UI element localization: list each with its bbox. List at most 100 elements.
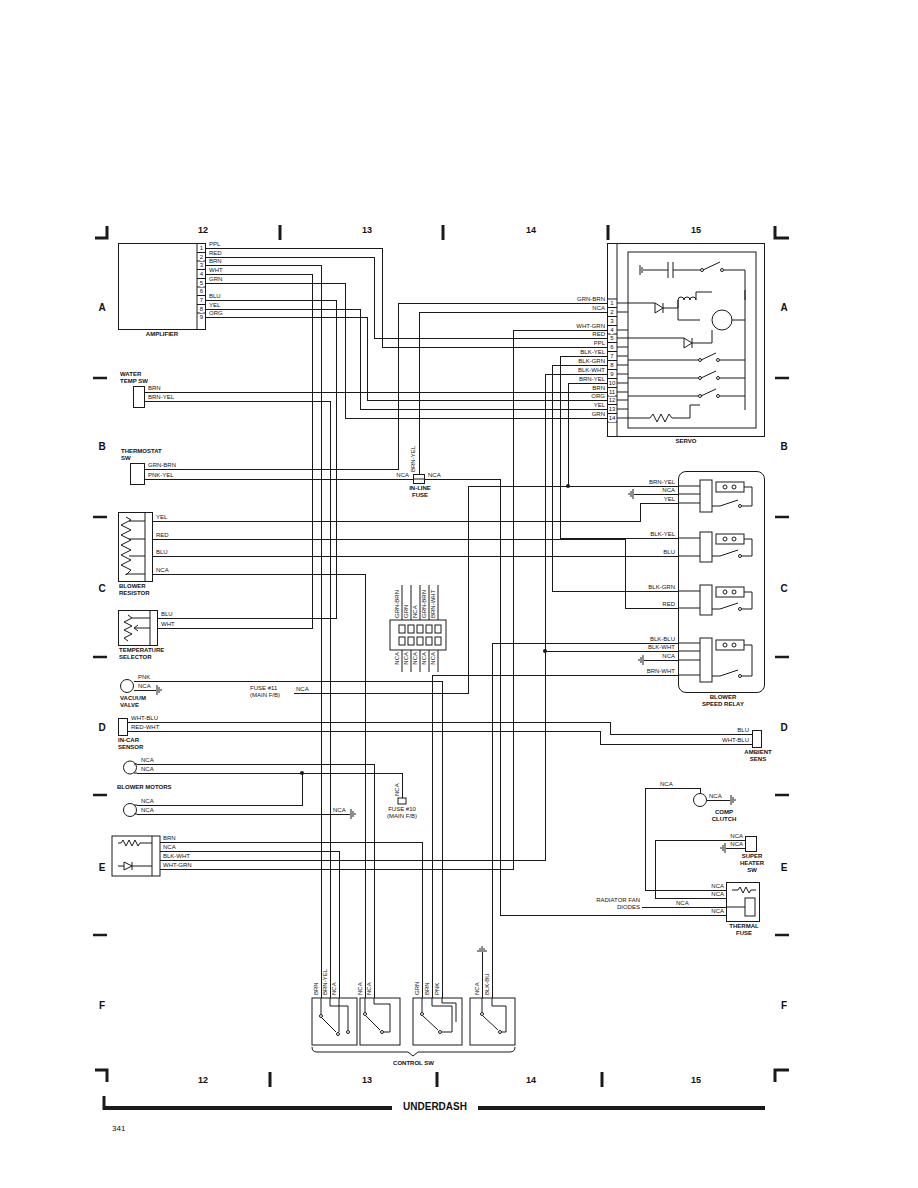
wire bbox=[206, 309, 607, 409]
wire-color-label: NCA bbox=[428, 472, 441, 479]
wire-color-label: NCA bbox=[141, 798, 154, 805]
wire bbox=[134, 681, 442, 998]
component-detail bbox=[712, 487, 752, 676]
component-detail bbox=[417, 625, 423, 633]
component-detail bbox=[481, 1013, 484, 1016]
component-detail bbox=[390, 620, 446, 650]
grid-column-number: 12 bbox=[198, 225, 208, 236]
wire-color-label: NCA bbox=[357, 982, 364, 995]
component-detail bbox=[732, 537, 736, 541]
component-detail bbox=[678, 486, 700, 675]
pin-number: 8 bbox=[200, 306, 203, 313]
component-detail bbox=[417, 637, 423, 645]
wire-color-label: NCA bbox=[156, 567, 169, 574]
pin-number: 2 bbox=[200, 254, 203, 261]
wire-color-label: BLU bbox=[737, 727, 749, 734]
wire-color-label: YEL bbox=[156, 514, 167, 521]
component-detail bbox=[399, 625, 405, 633]
wire-color-label: BLK-GRN bbox=[648, 584, 675, 591]
wire-color-label: NCA bbox=[331, 982, 338, 995]
pin-number: 6 bbox=[610, 344, 613, 351]
wire-color-label: BLU bbox=[161, 611, 173, 618]
grid-column-number: 12 bbox=[198, 1075, 208, 1086]
component-detail bbox=[121, 512, 145, 582]
grid-row-letter: C bbox=[98, 583, 105, 595]
frame-mark bbox=[93, 225, 789, 1110]
component-detail bbox=[435, 637, 441, 645]
grid-column-number: 14 bbox=[526, 225, 536, 236]
component-detail bbox=[739, 675, 742, 678]
valve-symbol bbox=[120, 679, 134, 693]
component-detail bbox=[726, 907, 745, 908]
wire bbox=[145, 401, 330, 998]
clutch-symbol: COMP CLUTCH bbox=[693, 793, 707, 807]
wire bbox=[145, 479, 413, 480]
wire-color-label: WHT-GRN bbox=[576, 323, 605, 330]
wire-color-label: BRN-YEL bbox=[322, 969, 329, 995]
component-detail bbox=[408, 625, 414, 633]
wire-color-label: YEL bbox=[209, 302, 220, 309]
wire-color-label: GRN-BRN bbox=[148, 462, 176, 469]
component-detail bbox=[739, 505, 742, 508]
wire-color-label: GRN bbox=[403, 605, 410, 618]
wire bbox=[482, 494, 745, 998]
wire-color-label: NCA bbox=[711, 891, 724, 898]
wire bbox=[552, 365, 678, 591]
pin-number: 7 bbox=[200, 297, 203, 304]
wire-color-label: PNK bbox=[138, 674, 150, 681]
component-name: IN-LINE FUSE bbox=[403, 485, 437, 499]
selector-box: TEMPERATURE SELECTOR bbox=[118, 610, 158, 646]
grid-row-letter: A bbox=[780, 302, 787, 314]
wire-color-label: ORG bbox=[591, 393, 605, 400]
pin-number: 10 bbox=[609, 380, 616, 387]
pin-number: 9 bbox=[610, 371, 613, 378]
component-detail bbox=[421, 1013, 424, 1016]
wire-color-label: NCA bbox=[730, 833, 743, 840]
grid-row-letter: D bbox=[98, 722, 105, 734]
clutch-symbol bbox=[694, 794, 707, 807]
wire-color-label: YEL bbox=[594, 402, 605, 409]
wire-color-label: RED bbox=[209, 250, 222, 257]
valve-symbol: VACUUM VALVE bbox=[120, 679, 134, 693]
component-name: THERMAL FUSE bbox=[724, 923, 764, 937]
wire-color-label: NCA bbox=[676, 900, 689, 907]
wire-color-label: NCA bbox=[711, 908, 724, 915]
component-detail bbox=[732, 590, 736, 594]
wire bbox=[145, 303, 607, 469]
wire-color-label: BLK-BLU bbox=[650, 636, 675, 643]
pin-number: 1 bbox=[610, 300, 613, 307]
fuse-label: FUSE #11 (MAIN F/B) bbox=[250, 685, 292, 699]
wire bbox=[545, 374, 678, 651]
component-detail bbox=[124, 610, 150, 646]
wire-color-label: NCA bbox=[141, 766, 154, 773]
component-detail bbox=[112, 836, 160, 876]
wire-color-label: GRN bbox=[209, 276, 222, 283]
wire-color-label: PPL bbox=[594, 340, 605, 347]
wire-color-label: BLU bbox=[156, 549, 168, 556]
grid-row-letter: D bbox=[780, 722, 787, 734]
wire bbox=[492, 643, 678, 998]
wire-color-label: BLK-WHT bbox=[648, 644, 675, 651]
component-detail bbox=[617, 312, 628, 418]
wire-color-label: NCA bbox=[711, 883, 724, 890]
component-detail bbox=[112, 243, 756, 1056]
wire-color-label: BRN bbox=[163, 835, 176, 842]
fuse-symbol: IN-LINE FUSE bbox=[413, 474, 425, 484]
component-detail bbox=[118, 836, 152, 876]
fuse-box: THERMAL FUSE bbox=[726, 882, 760, 922]
grid-row-letter: E bbox=[781, 862, 788, 874]
grid-row-letter: A bbox=[98, 302, 105, 314]
clutch-symbol bbox=[693, 793, 707, 807]
component-detail bbox=[723, 590, 727, 594]
component-detail bbox=[347, 1031, 350, 1034]
component-detail bbox=[699, 377, 702, 380]
pin-number: 12 bbox=[609, 397, 616, 404]
switch-connector: SUPER HEATER SW bbox=[745, 836, 757, 852]
wire-color-label: NCA bbox=[163, 844, 176, 851]
wire-color-label: BRN-YEL bbox=[410, 446, 417, 472]
wire-color-label: BRN-YEL bbox=[649, 479, 675, 486]
component-detail bbox=[312, 1047, 515, 1056]
wire-color-label: NCA bbox=[394, 783, 401, 796]
component-detail bbox=[426, 625, 432, 633]
servo-box: SERVO bbox=[607, 243, 765, 437]
